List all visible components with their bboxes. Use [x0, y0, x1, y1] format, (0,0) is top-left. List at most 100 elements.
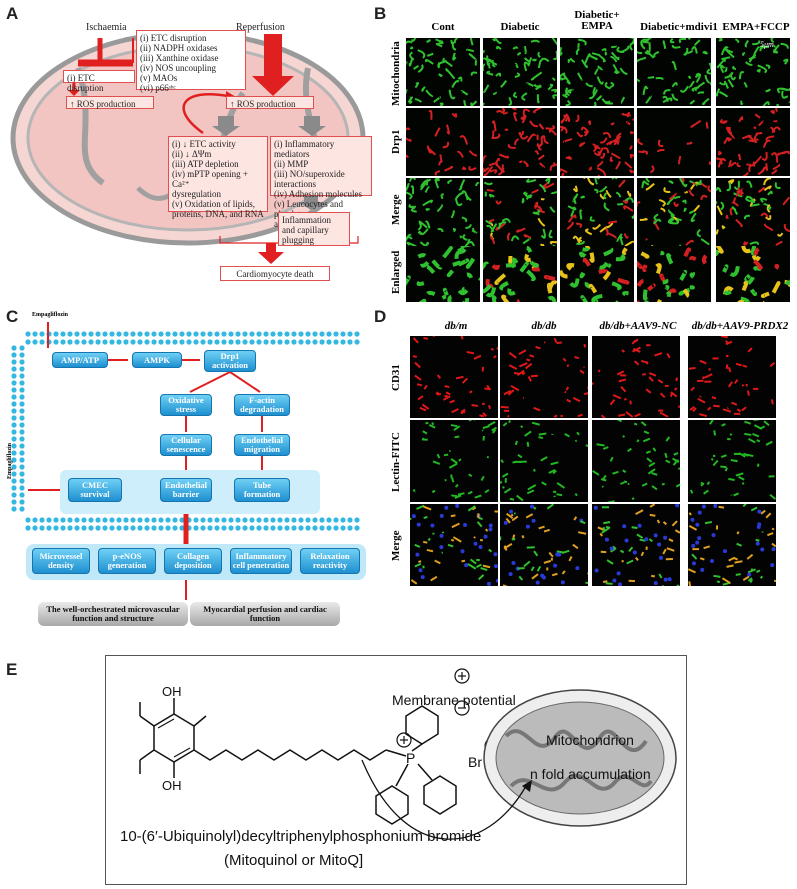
cell-membrane	[11, 322, 360, 600]
mitochondrion-label: Mitochondrion	[546, 732, 634, 748]
outcome-peNOS: p-eNOS generation	[98, 548, 156, 574]
cardiomyocyte-death-box: Cardiomyocyte death	[220, 266, 330, 281]
micrograph-tile	[560, 246, 634, 302]
node-amp-atp: AMP/ATP	[52, 352, 108, 368]
panel-letter-e: E	[6, 660, 18, 679]
micrograph-tile	[483, 246, 557, 302]
column-header: Diabetic+ EMPA	[574, 9, 620, 32]
row-label: CD31	[390, 364, 402, 392]
micrograph-tile	[560, 38, 634, 106]
micrograph-tile	[500, 420, 588, 502]
micrograph-tile	[500, 504, 588, 586]
mito-effect-item: dysregulation	[172, 189, 221, 199]
mito-effect-item: (v) Oxidation of lipids,	[172, 199, 255, 209]
column-header: db/db+AAV9-NC	[599, 320, 677, 332]
micrograph-tile	[716, 178, 790, 246]
panel-a-ischaemia-diagram: Ischaemia Reperfusion (i) ETC disruption…	[8, 8, 373, 293]
membrane-potential-label: Membrane potential	[392, 692, 516, 708]
micrograph-tile	[688, 504, 776, 586]
node-ampk: AMPK	[132, 352, 182, 368]
node-tube-formation: Tube formation	[234, 478, 290, 502]
micrograph-tile	[637, 246, 711, 302]
node-senescence: Cellular senescence	[160, 434, 212, 456]
ischaemia-label: Ischaemia	[86, 22, 127, 33]
scale-label: 5μm	[760, 40, 774, 49]
inflammation-line: and capillary	[282, 225, 329, 235]
micrograph-tile	[500, 336, 588, 418]
mitoq-structure-drawing	[139, 668, 677, 840]
inflam-effect-item: (iv) Adhesion molecules	[274, 189, 362, 199]
inflam-effect-item: (iii) NO/superoxide	[274, 169, 345, 179]
ros-source-item: (ii) NADPH oxidases	[140, 43, 218, 53]
mito-effect-item: (iii) ATP depletion	[172, 159, 239, 169]
outcome-collagen: Collagen deposition	[164, 548, 222, 574]
ros-source-item: (v) MAOs	[140, 73, 178, 83]
accumulation-label: n fold accumulation	[530, 766, 651, 782]
column-header: db/db+AAV9-PRDX2	[691, 320, 789, 332]
compound-alias: (Mitoquinol or MitoQ]	[224, 852, 364, 869]
node-factin: F-actin degradation	[234, 394, 290, 416]
mito-effect-item: proteins, DNA, and RNA	[172, 209, 264, 219]
inflammation-line: Inflammation	[282, 215, 331, 225]
ros-sources-box: (i) ETC disruption (ii) NADPH oxidases (…	[136, 30, 246, 93]
micrograph-tile	[716, 108, 790, 176]
micrograph-tile	[688, 336, 776, 418]
outcome-microvessel: Microvessel density	[32, 548, 90, 574]
empagliflozin-side-label: Empagliflozin	[7, 442, 14, 480]
ros-source-item: (vi) p66ˢʰᶜ	[140, 83, 176, 93]
node-cmec-survival: CMEC survival	[68, 478, 122, 502]
column-header: Cont	[431, 21, 455, 33]
inflam-effect-item: (i) Inflammatory mediators	[274, 139, 335, 159]
micrograph-tile	[688, 420, 776, 502]
panel-letter-a: A	[6, 4, 19, 23]
oh-bottom-label: OH	[162, 778, 182, 793]
micrograph-tile	[406, 38, 480, 106]
ros-source-item: (iii) Xanthine oxidase	[140, 53, 219, 63]
row-label: Lectin-FITC	[390, 432, 402, 492]
micrograph-tile	[406, 178, 480, 246]
micrograph-tile	[483, 178, 557, 246]
panel-letter-c: C	[6, 307, 19, 326]
panel-d-immunofluorescence-grid: db/m db/db db/db+AAV9-NC db/db+AAV9-PRDX…	[388, 308, 793, 613]
micrograph-tile	[560, 178, 634, 246]
compound-name: 10-(6′-Ubiquinolyl)decyltriphenylphospho…	[120, 828, 482, 845]
outcome-relaxation: Relaxation reactivity	[300, 548, 360, 574]
mitochondrial-effects-box: (i) ↓ ETC activity (ii) ↓ ΔΨm (iii) ATP …	[168, 136, 268, 219]
micrograph-tile	[637, 178, 711, 246]
micrograph-tile	[410, 420, 498, 502]
micrograph-tile	[406, 108, 480, 176]
inflammation-box: Inflammation and capillary plugging	[278, 212, 350, 246]
micrograph-tile	[637, 108, 711, 176]
column-header: EMPA+FCCP	[722, 21, 790, 33]
final-myocardial: Myocardial perfusion and cardiac functio…	[190, 602, 340, 626]
panel-b-microscopy-grid: Cont Diabetic Diabetic+ EMPA Diabetic+md…	[388, 8, 793, 308]
mito-effect-item: (iv) mPTP opening + Ca²⁺	[172, 169, 248, 189]
column-header: Diabetic+mdivi1	[640, 21, 718, 33]
node-endothelial-barrier: Endothelial barrier	[160, 478, 212, 502]
outcome-inflammatory: Inflammatory cell penetration	[230, 548, 292, 574]
column-header: db/m	[444, 320, 468, 332]
micrograph-tile	[716, 38, 790, 106]
micrograph-tile	[406, 246, 480, 302]
micrograph-tile	[410, 336, 498, 418]
row-label: Merge	[390, 194, 402, 226]
panel-e-mitoq-structure: OH OH P Br Membrane potential Mitochondr…	[105, 655, 687, 885]
ros-source-item: (iv) NOS uncoupling	[140, 63, 216, 73]
column-header: db/db	[531, 320, 557, 332]
micrograph-tile	[716, 246, 790, 302]
node-migration: Endothelial migration	[234, 434, 290, 456]
ros-production-center: ↑ ROS production	[226, 96, 314, 109]
node-drp1: Drp1 activation	[204, 350, 256, 372]
row-label: Drp1	[390, 129, 402, 155]
inflammation-line: plugging	[282, 235, 315, 245]
micrograph-tile	[560, 108, 634, 176]
inflam-effect-item: interactions	[274, 179, 316, 189]
mito-effect-item: (i) ↓ ETC activity	[172, 139, 236, 149]
bromide-label: Br	[468, 754, 482, 770]
inflammatory-effects-box: (i) Inflammatory mediators (ii) MMP (iii…	[270, 136, 372, 229]
final-microvascular: The well-orchestrated microvascular func…	[38, 602, 188, 626]
micrograph-tile	[483, 38, 557, 106]
row-label: Mitochondria	[390, 41, 402, 107]
row-label: Merge	[390, 530, 402, 562]
panel-letter-d: D	[374, 307, 387, 326]
